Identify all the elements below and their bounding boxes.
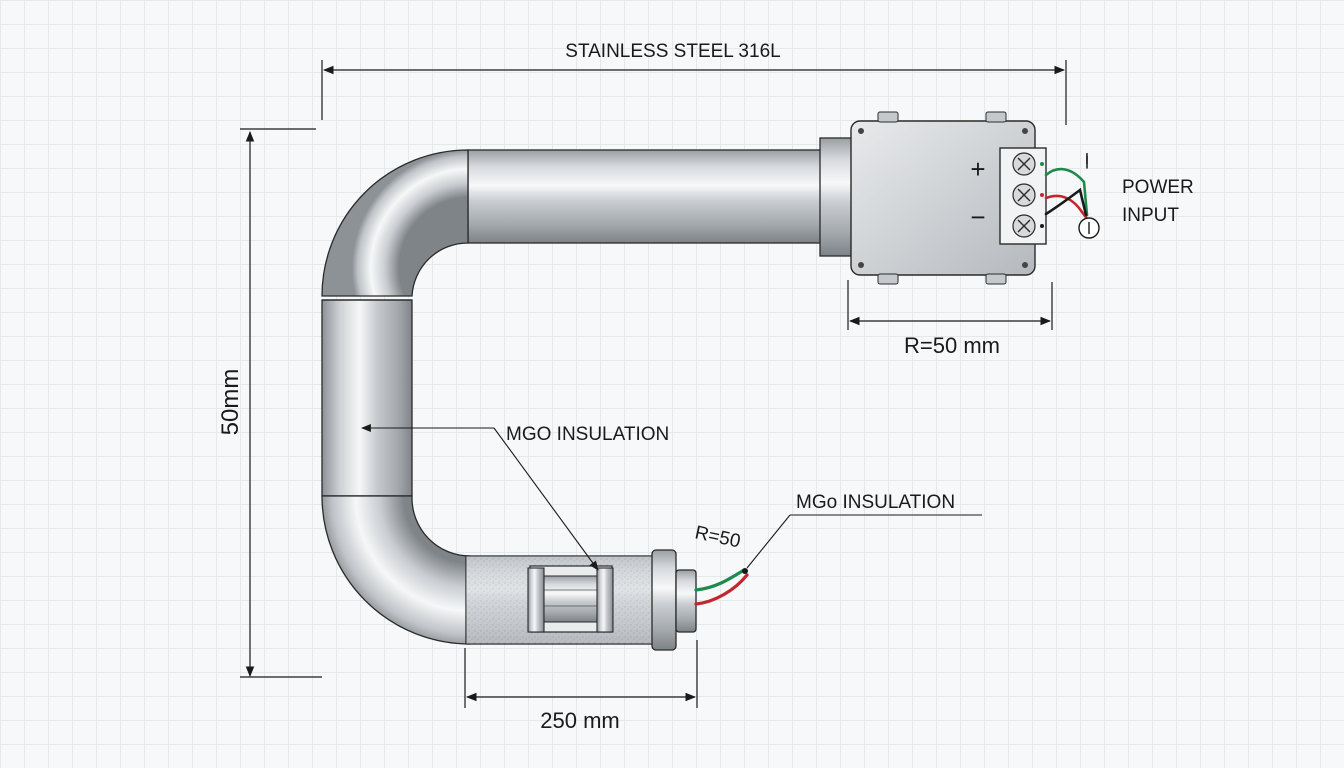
- minus-sign-label: −: [970, 202, 985, 232]
- bottom-dimension-label: 250 mm: [540, 708, 619, 733]
- mgo-insulation-section: [465, 555, 657, 645]
- end-cap: [651, 549, 697, 651]
- pipe-top-section: [467, 149, 824, 244]
- mgo-center-leader-diagonal: [493, 427, 599, 571]
- pipe-vertical-section: [321, 299, 413, 497]
- radius-tip-label: R=50: [693, 522, 742, 552]
- dimension-lines: [240, 60, 1067, 708]
- terminal-screws: [1012, 152, 1036, 238]
- left-dimension-label: 50mm: [217, 369, 244, 436]
- power-input-label-line1: POWER: [1122, 177, 1194, 198]
- pipe-bottom-bend: [321, 495, 471, 645]
- output-wires: [694, 568, 749, 606]
- top-dimension-label: STAINLESS STEEL 316L: [565, 41, 780, 62]
- ground-terminal-icon: [1078, 217, 1100, 239]
- mgo-insulation-center-label: MGO INSULATION: [506, 424, 669, 445]
- mgo-insulation-right-label: MGo INSULATION: [796, 492, 955, 513]
- radius-box-label: R=50 mm: [904, 333, 1000, 358]
- power-input-label-line2: INPUT: [1122, 205, 1179, 226]
- terminal-marker-label: I: [1085, 151, 1089, 168]
- junction-box: [819, 111, 1047, 285]
- plus-sign-label: +: [970, 154, 985, 184]
- leader-lines: [361, 424, 982, 571]
- pipe-top-bend: [321, 149, 469, 297]
- power-input-wires: [1044, 155, 1090, 222]
